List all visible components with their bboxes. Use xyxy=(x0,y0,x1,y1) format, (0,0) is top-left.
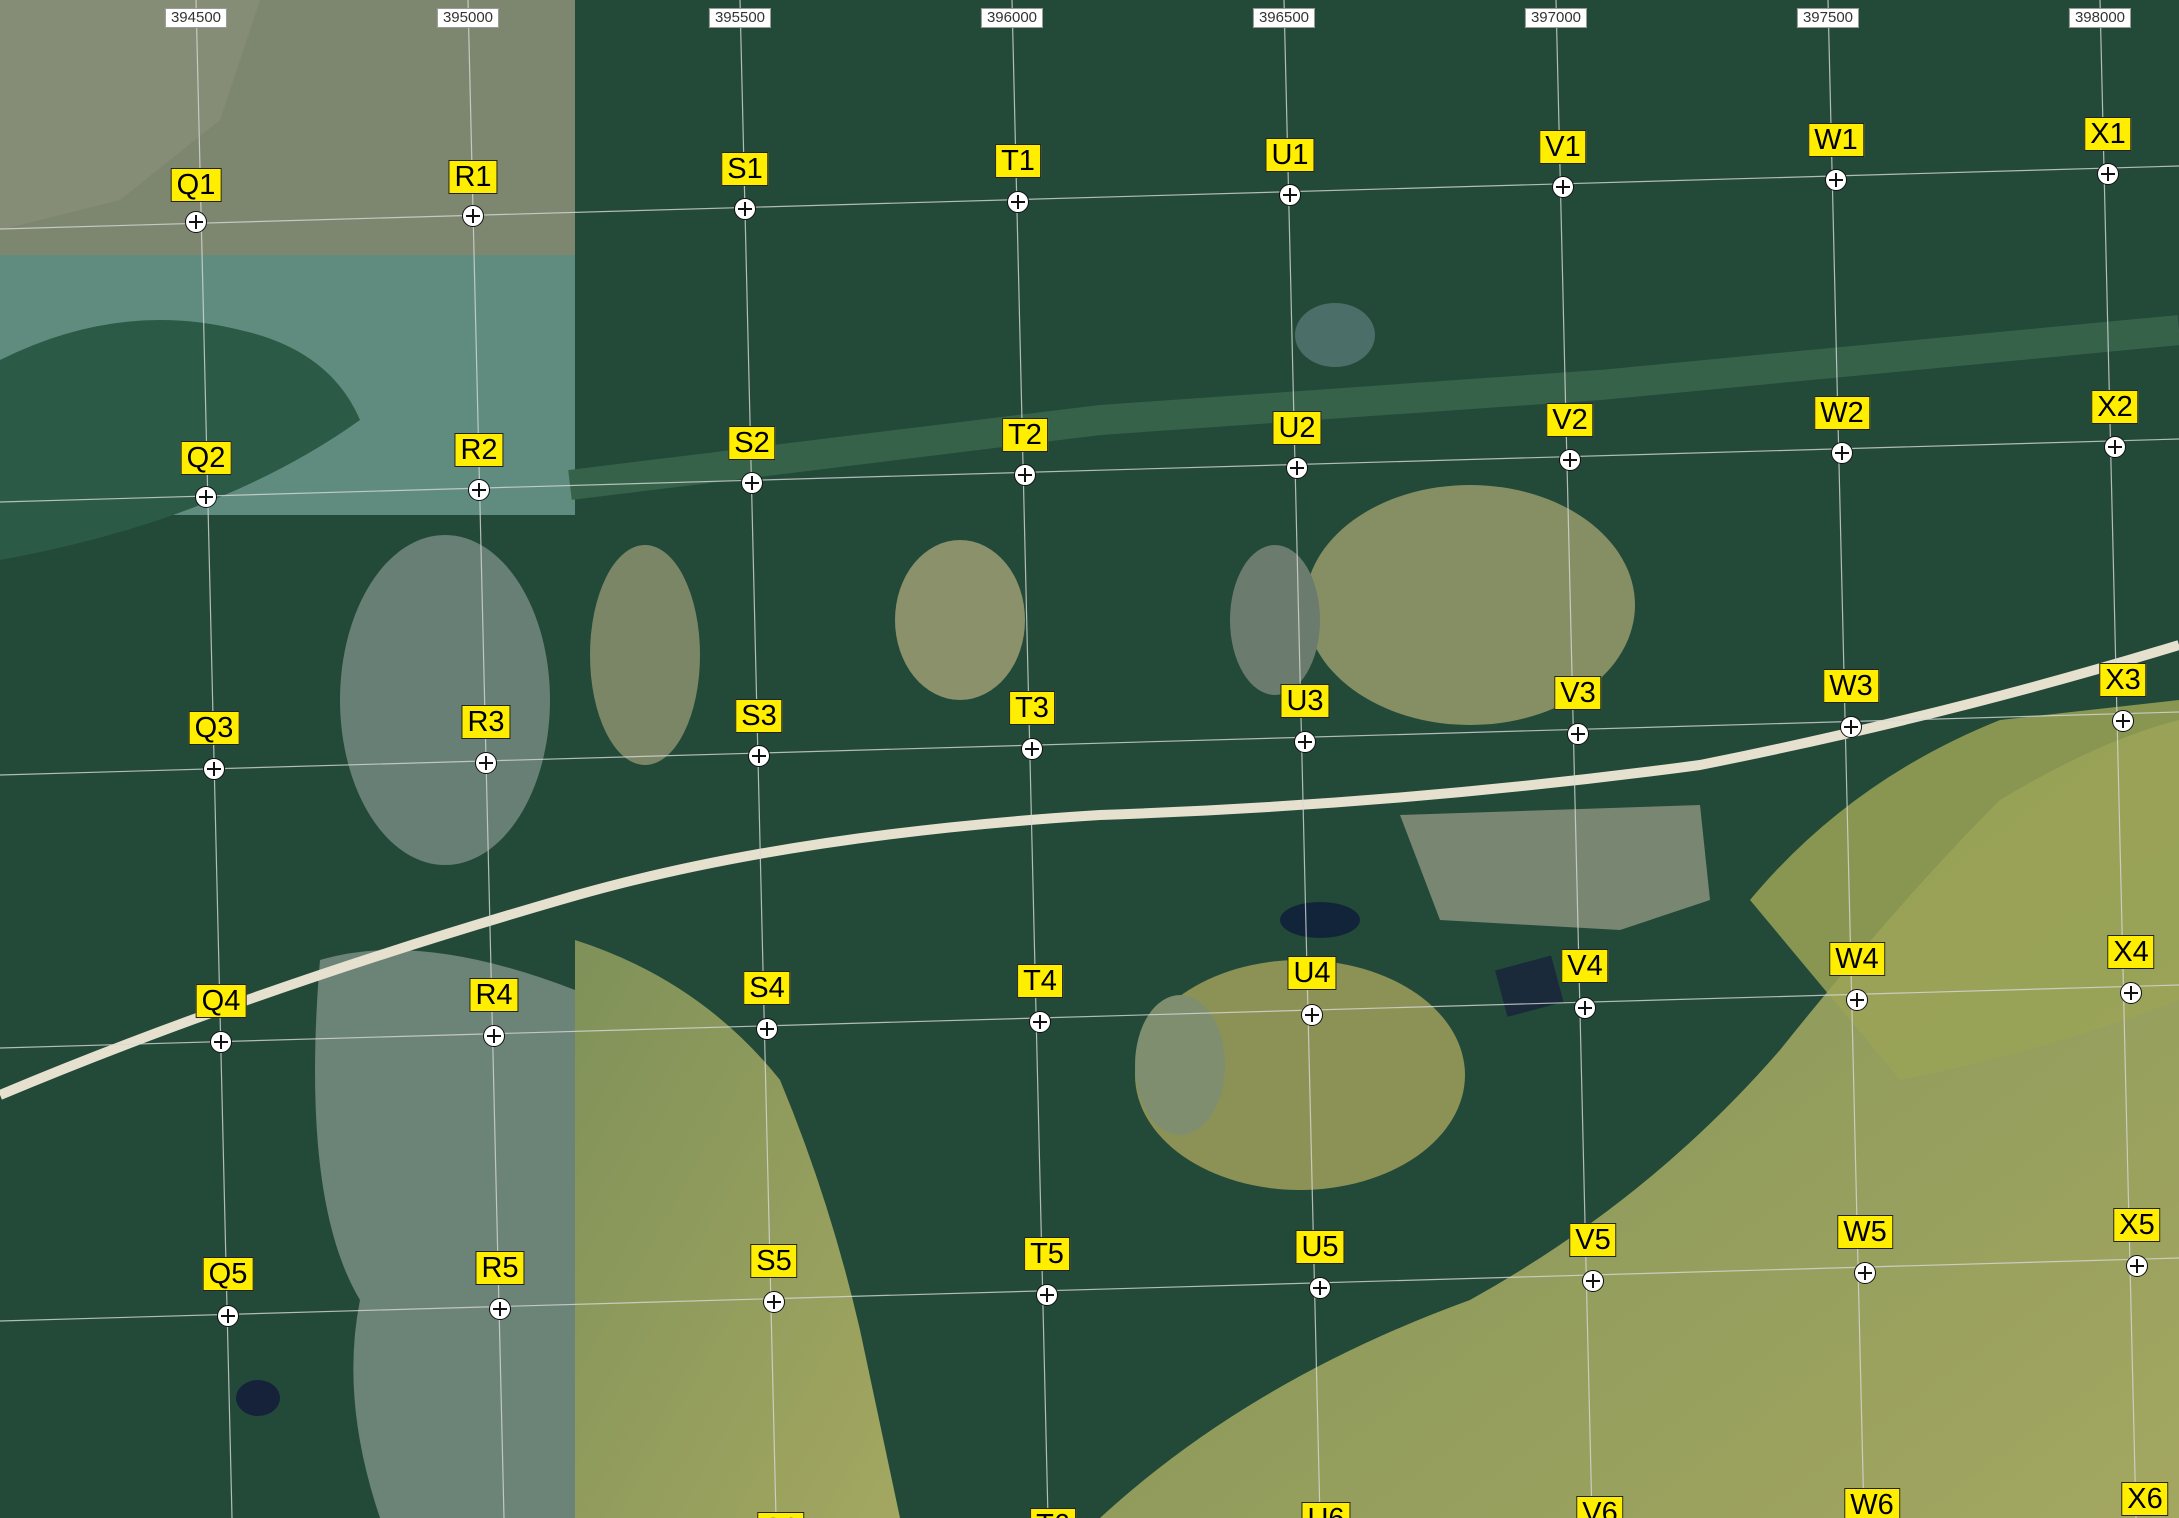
grid-point-label: Q1 xyxy=(170,168,222,202)
grid-point-marker[interactable] xyxy=(203,758,225,780)
grid-point-label: S2 xyxy=(728,426,776,460)
grid-point-label: V5 xyxy=(1569,1223,1617,1257)
grid-point-label: X1 xyxy=(2084,117,2132,151)
grid-point-label: X5 xyxy=(2113,1208,2161,1242)
grid-point-marker[interactable] xyxy=(1294,731,1316,753)
grid-point-label: W5 xyxy=(1837,1215,1893,1249)
grid-point-label: X4 xyxy=(2107,935,2155,969)
grid-point-label: X2 xyxy=(2091,390,2139,424)
grid-point-label: U6 xyxy=(1301,1502,1351,1518)
grid-point-label: S6 xyxy=(757,1512,805,1518)
grid-point-label: R3 xyxy=(461,705,511,739)
grid-point-marker[interactable] xyxy=(1854,1262,1876,1284)
grid-point-label: V1 xyxy=(1539,130,1587,164)
grid-point-label: T5 xyxy=(1024,1237,1070,1271)
grid-point-marker[interactable] xyxy=(2126,1255,2148,1277)
grid-point-label: V4 xyxy=(1561,949,1609,983)
easting-label: 397500 xyxy=(1796,8,1860,28)
grid-point-marker[interactable] xyxy=(1831,442,1853,464)
grid-point-marker[interactable] xyxy=(1301,1004,1323,1026)
grid-point-marker[interactable] xyxy=(2104,436,2126,458)
grid-point-marker[interactable] xyxy=(475,752,497,774)
grid-point-marker[interactable] xyxy=(1036,1284,1058,1306)
grid-point-label: X6 xyxy=(2121,1482,2169,1516)
grid-point-label: W4 xyxy=(1829,942,1885,976)
grid-point-label: Q2 xyxy=(180,441,232,475)
grid-point-marker[interactable] xyxy=(489,1298,511,1320)
grid-point-marker[interactable] xyxy=(1840,716,1862,738)
easting-label: 398000 xyxy=(2068,8,2132,28)
grid-point-marker[interactable] xyxy=(763,1291,785,1313)
easting-label: 396500 xyxy=(1252,8,1316,28)
grid-point-label: V2 xyxy=(1546,403,1594,437)
grid-point-label: T2 xyxy=(1002,418,1048,452)
grid-point-label: U5 xyxy=(1295,1230,1345,1264)
grid-point-label: W2 xyxy=(1814,396,1870,430)
grid-point-label: W1 xyxy=(1808,123,1864,157)
grid-point-label: R2 xyxy=(454,433,504,467)
grid-point-marker[interactable] xyxy=(734,198,756,220)
grid-point-label: T3 xyxy=(1009,691,1055,725)
grid-point-marker[interactable] xyxy=(1286,457,1308,479)
easting-label: 397000 xyxy=(1524,8,1588,28)
easting-label: 395500 xyxy=(708,8,772,28)
grid-point-label: U1 xyxy=(1265,138,1315,172)
grid-point-marker[interactable] xyxy=(1567,723,1589,745)
grid-point-label: T4 xyxy=(1017,964,1063,998)
grid-point-marker[interactable] xyxy=(1021,738,1043,760)
easting-label: 396000 xyxy=(980,8,1044,28)
grid-point-label: S5 xyxy=(750,1244,798,1278)
grid-point-marker[interactable] xyxy=(1552,176,1574,198)
grid-point-marker[interactable] xyxy=(1007,191,1029,213)
grid-point-label: T6 xyxy=(1030,1508,1076,1518)
grid-point-marker[interactable] xyxy=(1582,1270,1604,1292)
grid-point-label: U3 xyxy=(1280,684,1330,718)
grid-point-marker[interactable] xyxy=(741,472,763,494)
grid-point-marker[interactable] xyxy=(1574,997,1596,1019)
grid-point-label: Q3 xyxy=(188,711,240,745)
easting-label: 395000 xyxy=(436,8,500,28)
grid-point-marker[interactable] xyxy=(1846,989,1868,1011)
grid-point-label: S1 xyxy=(721,152,769,186)
grid-point-label: V6 xyxy=(1576,1496,1624,1518)
grid-point-label: R1 xyxy=(448,160,498,194)
grid-point-marker[interactable] xyxy=(185,211,207,233)
grid-point-marker[interactable] xyxy=(195,486,217,508)
grid-point-marker[interactable] xyxy=(468,479,490,501)
grid-point-marker[interactable] xyxy=(1014,464,1036,486)
grid-point-marker[interactable] xyxy=(1559,449,1581,471)
grid-point-marker[interactable] xyxy=(462,205,484,227)
grid-point-label: U4 xyxy=(1287,956,1337,990)
grid-point-label: U2 xyxy=(1272,411,1322,445)
grid-point-label: W3 xyxy=(1823,669,1879,703)
grid-point-label: S3 xyxy=(735,699,783,733)
grid-point-label: Q4 xyxy=(195,984,247,1018)
grid-point-marker[interactable] xyxy=(748,745,770,767)
grid-point-label: T1 xyxy=(995,144,1041,178)
grid-point-label: R4 xyxy=(469,978,519,1012)
grid-point-label: S4 xyxy=(743,971,791,1005)
easting-label: 394500 xyxy=(164,8,228,28)
grid-point-marker[interactable] xyxy=(1279,184,1301,206)
grid-point-marker[interactable] xyxy=(210,1031,232,1053)
grid-point-marker[interactable] xyxy=(2120,982,2142,1004)
grid-point-marker[interactable] xyxy=(1029,1011,1051,1033)
grid-point-marker[interactable] xyxy=(217,1305,239,1327)
grid-point-marker[interactable] xyxy=(756,1018,778,1040)
grid-point-marker[interactable] xyxy=(2112,710,2134,732)
grid-point-label: X3 xyxy=(2099,663,2147,697)
grid-point-label: V3 xyxy=(1554,676,1602,710)
grid-point-label: W6 xyxy=(1844,1488,1900,1518)
grid-point-marker[interactable] xyxy=(1825,169,1847,191)
grid-point-marker[interactable] xyxy=(483,1025,505,1047)
grid-point-marker[interactable] xyxy=(2097,163,2119,185)
grid-point-marker[interactable] xyxy=(1309,1277,1331,1299)
grid-point-label: Q5 xyxy=(202,1257,254,1291)
grid-point-label: R5 xyxy=(475,1251,525,1285)
